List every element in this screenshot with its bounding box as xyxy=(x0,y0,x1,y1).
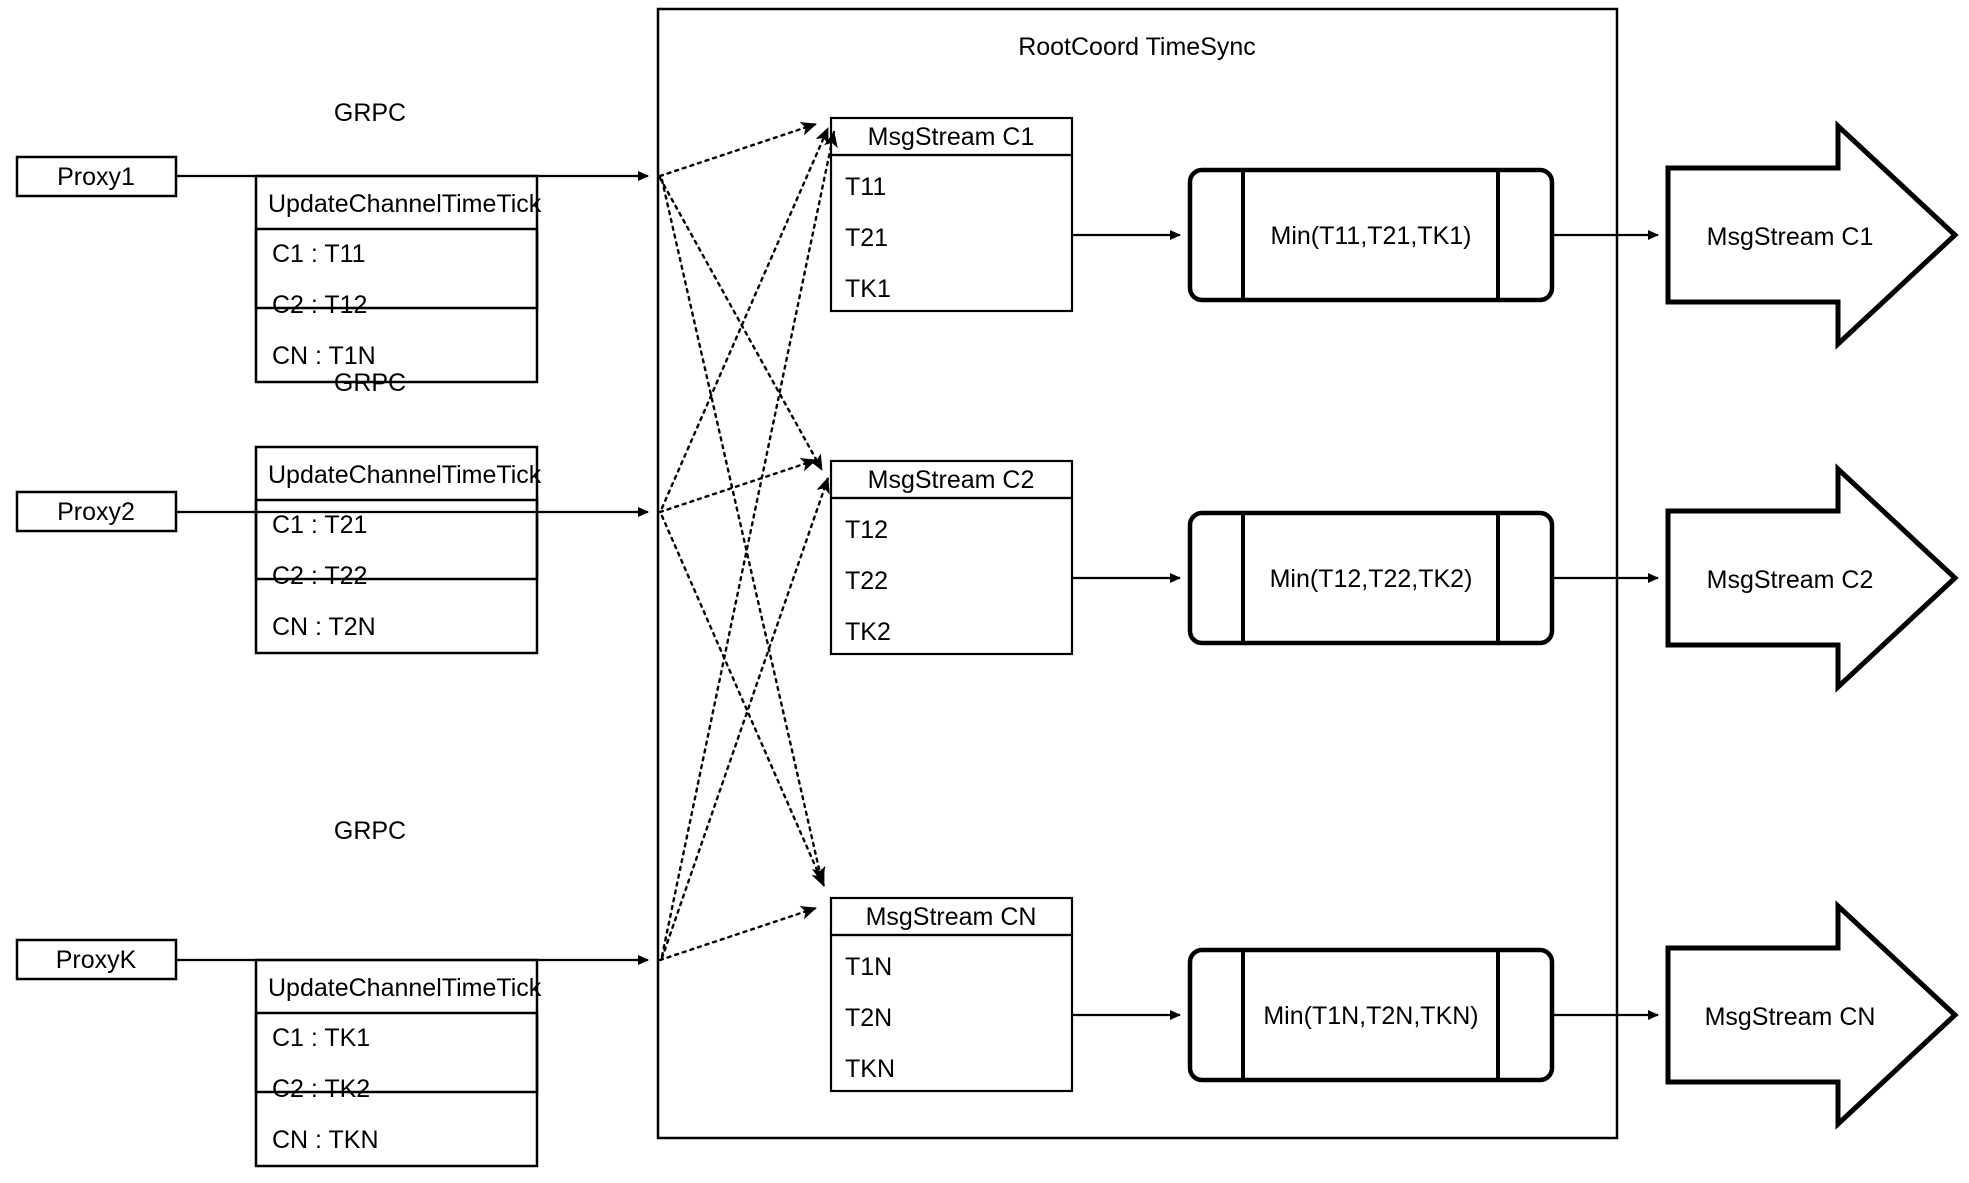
msgstream-tick-1-2: TK1 xyxy=(845,275,891,303)
timetick-box-2-body xyxy=(254,498,539,655)
msgstream-header-1: MsgStream C1 xyxy=(868,123,1035,151)
timetick-box-1-body xyxy=(254,227,539,384)
fanout-edge-pk-c2 xyxy=(660,476,830,960)
msgstream-tick-2-0: T12 xyxy=(845,516,888,544)
fanout-edge-p2-cn xyxy=(660,514,826,888)
msgstream-tick-1-1: T21 xyxy=(845,224,888,252)
msgstream-body-3 xyxy=(829,933,1074,1093)
channel-group-2: MsgStream C2 T12 T22 TK2 Min(T12,T22,TK2… xyxy=(829,459,1959,693)
grpc-label-1: GRPC xyxy=(334,99,406,127)
msgstream-tick-2-1: T22 xyxy=(845,567,888,595)
fanout-edge-pk-cn xyxy=(658,906,818,962)
timetick-row-1-2: CN : T1N xyxy=(272,342,376,370)
grpc-label-3: GRPC xyxy=(334,817,406,845)
msgstream-tick-2-2: TK2 xyxy=(845,618,891,646)
proxy-group-1: Proxy1 GRPC UpdateChannelTimeTick C1 : T… xyxy=(15,99,649,384)
proxy-group-2: Proxy2 GRPC UpdateChannelTimeTick C1 : T… xyxy=(15,369,649,655)
msgstream-tick-3-2: TKN xyxy=(845,1055,895,1083)
timetick-row-3-0: C1 : TK1 xyxy=(272,1024,370,1052)
msgstream-header-3: MsgStream CN xyxy=(866,903,1037,931)
min-label-2: Min(T12,T22,TK2) xyxy=(1270,565,1473,593)
proxy-label-3: ProxyK xyxy=(56,946,137,974)
output-label-1: MsgStream C1 xyxy=(1707,223,1874,251)
timetick-row-2-2: CN : T2N xyxy=(272,613,376,641)
channel-group-1: MsgStream C1 T11 T21 TK1 Min(T11,T21,TK1… xyxy=(829,116,1959,350)
msgstream-tick-3-0: T1N xyxy=(845,953,892,981)
msgstream-tick-3-1: T2N xyxy=(845,1004,892,1032)
timetick-row-1-1: C2 : T12 xyxy=(272,291,367,319)
timetick-row-3-1: C2 : TK2 xyxy=(272,1075,370,1103)
timetick-row-2-1: C2 : T22 xyxy=(272,562,367,590)
rootcoord-container xyxy=(656,7,1619,1140)
output-label-3: MsgStream CN xyxy=(1705,1003,1876,1031)
grpc-label-2: GRPC xyxy=(334,369,406,397)
msgstream-body-2 xyxy=(829,496,1074,656)
proxy-label-1: Proxy1 xyxy=(57,163,135,191)
fanout-edge-p1-cn xyxy=(660,178,826,884)
timetick-box-3-body xyxy=(254,1011,539,1168)
proxy-label-2: Proxy2 xyxy=(57,498,135,526)
output-label-2: MsgStream C2 xyxy=(1707,566,1874,594)
fanout-edge-p2-c2 xyxy=(658,458,818,514)
fanout-edge-p2-c1 xyxy=(660,126,830,510)
timetick-header-1: UpdateChannelTimeTick xyxy=(268,190,542,218)
proxy-group-3: ProxyK GRPC UpdateChannelTimeTick C1 : T… xyxy=(15,817,649,1168)
min-label-1: Min(T11,T21,TK1) xyxy=(1271,222,1472,250)
msgstream-header-2: MsgStream C2 xyxy=(868,466,1035,494)
channel-group-3: MsgStream CN T1N T2N TKN Min(T1N,T2N,TKN… xyxy=(829,896,1959,1130)
min-label-3: Min(T1N,T2N,TKN) xyxy=(1263,1002,1478,1030)
output-block-arrow-1 xyxy=(1665,120,1959,350)
output-block-arrow-3 xyxy=(1665,900,1959,1130)
timetick-row-2-0: C1 : T21 xyxy=(272,511,367,539)
msgstream-tick-1-0: T11 xyxy=(845,173,886,201)
rootcoord-container-title: RootCoord TimeSync xyxy=(1018,33,1256,61)
fanout-edge-p1-c1 xyxy=(658,122,818,178)
timetick-header-2: UpdateChannelTimeTick xyxy=(268,461,542,489)
fanout-edge-p1-c2 xyxy=(658,176,824,472)
output-block-arrow-2 xyxy=(1665,463,1959,693)
timetick-row-1-0: C1 : T11 xyxy=(272,240,366,268)
fanout-edge-pk-c1 xyxy=(660,130,838,958)
timetick-header-3: UpdateChannelTimeTick xyxy=(268,974,542,1002)
msgstream-body-1 xyxy=(829,153,1074,313)
timetick-fanout-edges xyxy=(658,122,838,962)
timetick-row-3-2: CN : TKN xyxy=(272,1126,379,1154)
